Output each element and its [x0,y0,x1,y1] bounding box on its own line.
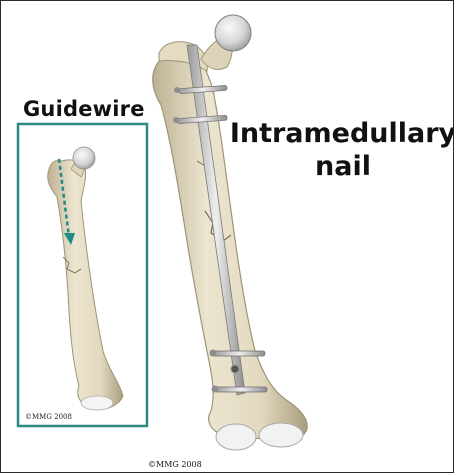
nail-label-line2: nail [229,150,454,183]
main-copyright: ©MMG 2008 [148,460,202,469]
large-femur [153,15,307,450]
large-femoral-head [215,15,251,51]
nail-label-line1: Intramedullary [229,117,454,150]
intramedullary-nail-label: Intramedullary nail [229,117,454,183]
guidewire-label: Guidewire [23,97,145,121]
small-femoral-head [73,147,95,169]
inset-copyright: ©MMG 2008 [25,413,72,421]
